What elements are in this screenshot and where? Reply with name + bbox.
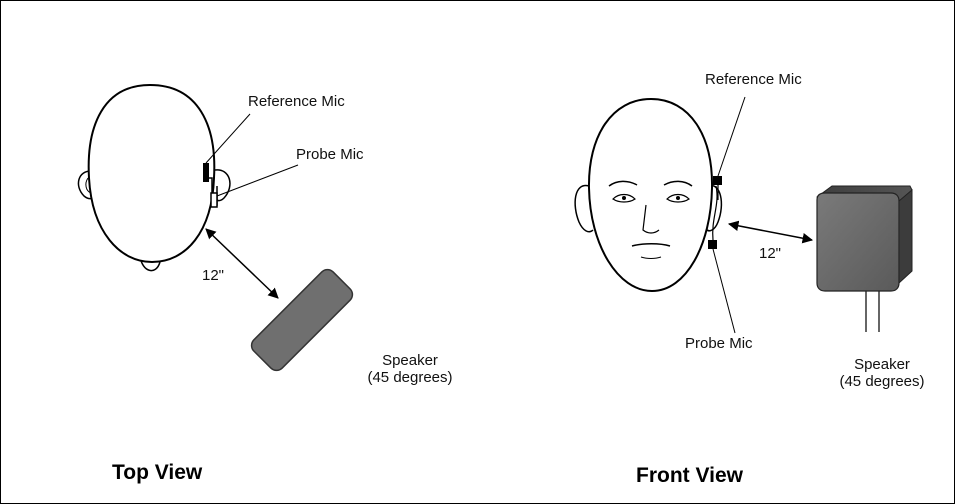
top-speaker-label: Speaker (45 degrees)	[360, 352, 460, 386]
mouth	[631, 243, 671, 247]
front-probe-tube	[712, 185, 718, 241]
front-reference-leader	[717, 96, 746, 177]
front-reference-mic-label: Reference Mic	[705, 71, 802, 88]
chin-line	[640, 256, 662, 259]
front-speaker-label-line2: (45 degrees)	[839, 373, 925, 390]
top-speaker-label-line2: (45 degrees)	[367, 369, 453, 386]
front-view-head	[574, 97, 723, 293]
left-eyebrow	[608, 180, 638, 187]
face-outline	[587, 97, 714, 293]
top-view-title: Top View	[112, 461, 203, 484]
top-probe-leader	[216, 164, 299, 197]
front-distance-arrow	[727, 220, 814, 244]
top-speaker-label-line1: Speaker	[382, 352, 438, 369]
front-view-title: Front View	[636, 464, 743, 487]
front-speaker-label: Speaker (45 degrees)	[822, 356, 942, 390]
top-probe-mic-label: Probe Mic	[296, 146, 364, 163]
top-reference-mic-icon	[203, 163, 209, 182]
right-eyebrow	[663, 180, 693, 187]
front-reference-mic-icon	[713, 176, 722, 185]
top-probe-mic-icon	[210, 192, 218, 208]
top-reference-mic-label: Reference Mic	[248, 93, 345, 110]
top-distance-label: 12"	[202, 267, 225, 284]
top-distance-arrow	[205, 228, 279, 299]
front-probe-leader	[712, 248, 736, 334]
front-speaker-label-line1: Speaker	[854, 356, 910, 373]
top-speaker-icon	[250, 268, 354, 372]
front-speaker-icon	[816, 185, 913, 332]
nose-line	[642, 204, 660, 234]
top-reference-leader	[205, 113, 251, 164]
top-view-head	[77, 83, 231, 272]
front-probe-mic-icon	[708, 240, 717, 249]
front-probe-mic-label: Probe Mic	[685, 335, 753, 352]
head-outline	[87, 83, 216, 264]
front-distance-label: 12"	[759, 245, 782, 262]
